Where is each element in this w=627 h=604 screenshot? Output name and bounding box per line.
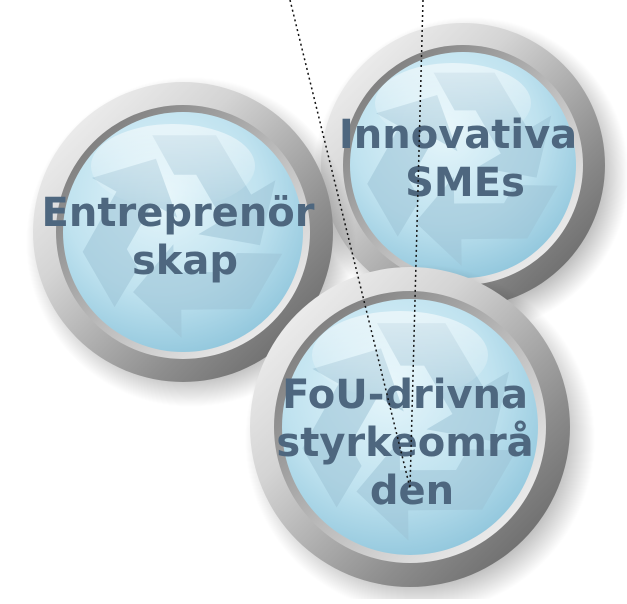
badge-label-innovativa-smes: Innovativa SMEs [339,112,591,206]
badge-label-fou-drivna: FoU-drivna styrkeområ den [276,372,547,514]
dotted-connector-line [289,0,411,489]
label-line: styrkeområ [276,419,533,466]
label-line: SMEs [405,160,525,206]
label-line: Innovativa [339,112,577,158]
label-line: den [370,468,454,514]
label-line: FoU-drivna [282,372,528,418]
label-line: Entreprenör [42,190,315,236]
badge-fou-drivna [245,264,595,604]
badge-innovativa-smes [313,17,627,333]
dotted-connector-line [409,0,424,489]
badge-entreprenorskap [26,77,356,407]
badge-label-entreprenorskap: Entreprenör skap [42,190,329,284]
label-line: skap [132,238,238,284]
